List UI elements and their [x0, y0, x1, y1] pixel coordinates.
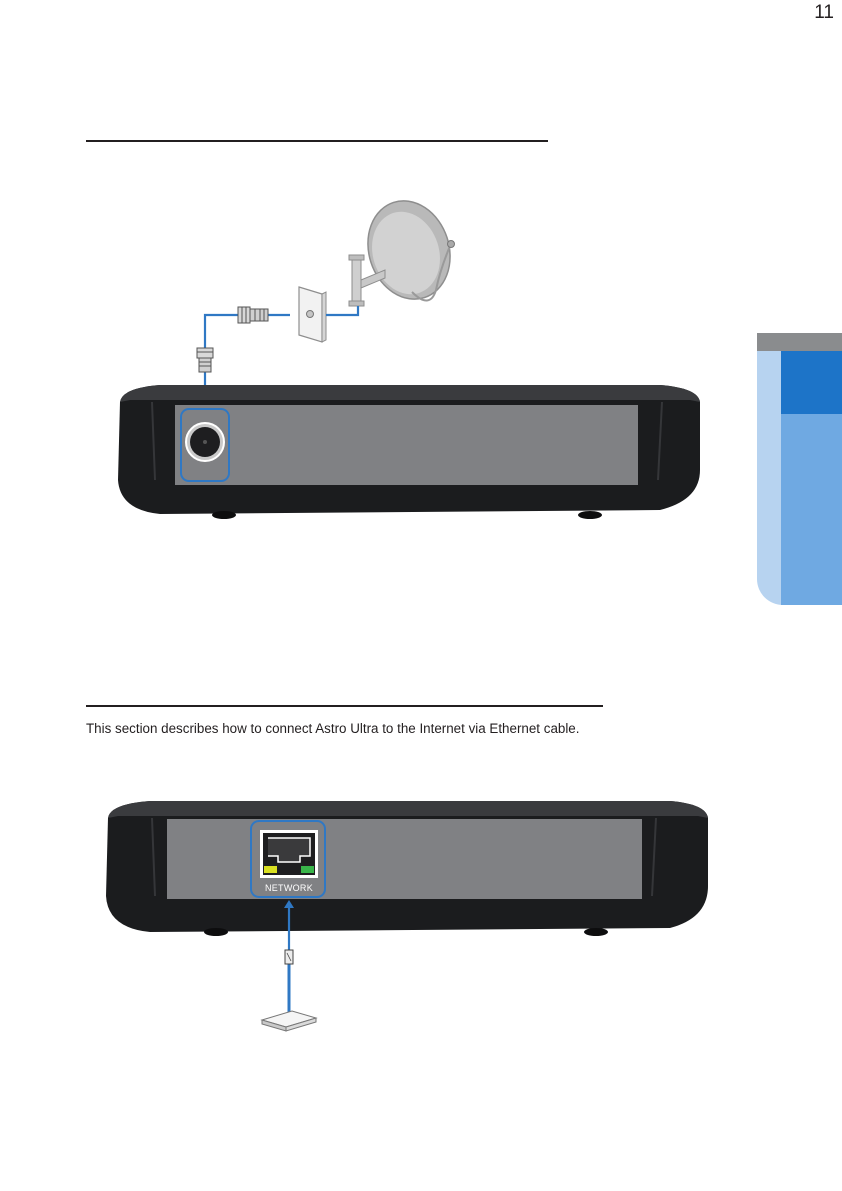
side-tab-mid-blue: [781, 414, 842, 605]
link-led-right: [301, 866, 314, 873]
rj45-plug-icon: [285, 950, 293, 964]
side-tab-grey: [757, 333, 842, 351]
side-tab-dark-blue: [781, 351, 842, 414]
router-icon: [262, 1011, 316, 1031]
link-led-left: [264, 866, 277, 873]
network-port-label: NETWORK: [265, 883, 313, 893]
ethernet-port-icon: [260, 830, 318, 878]
set-top-box: [106, 801, 708, 936]
